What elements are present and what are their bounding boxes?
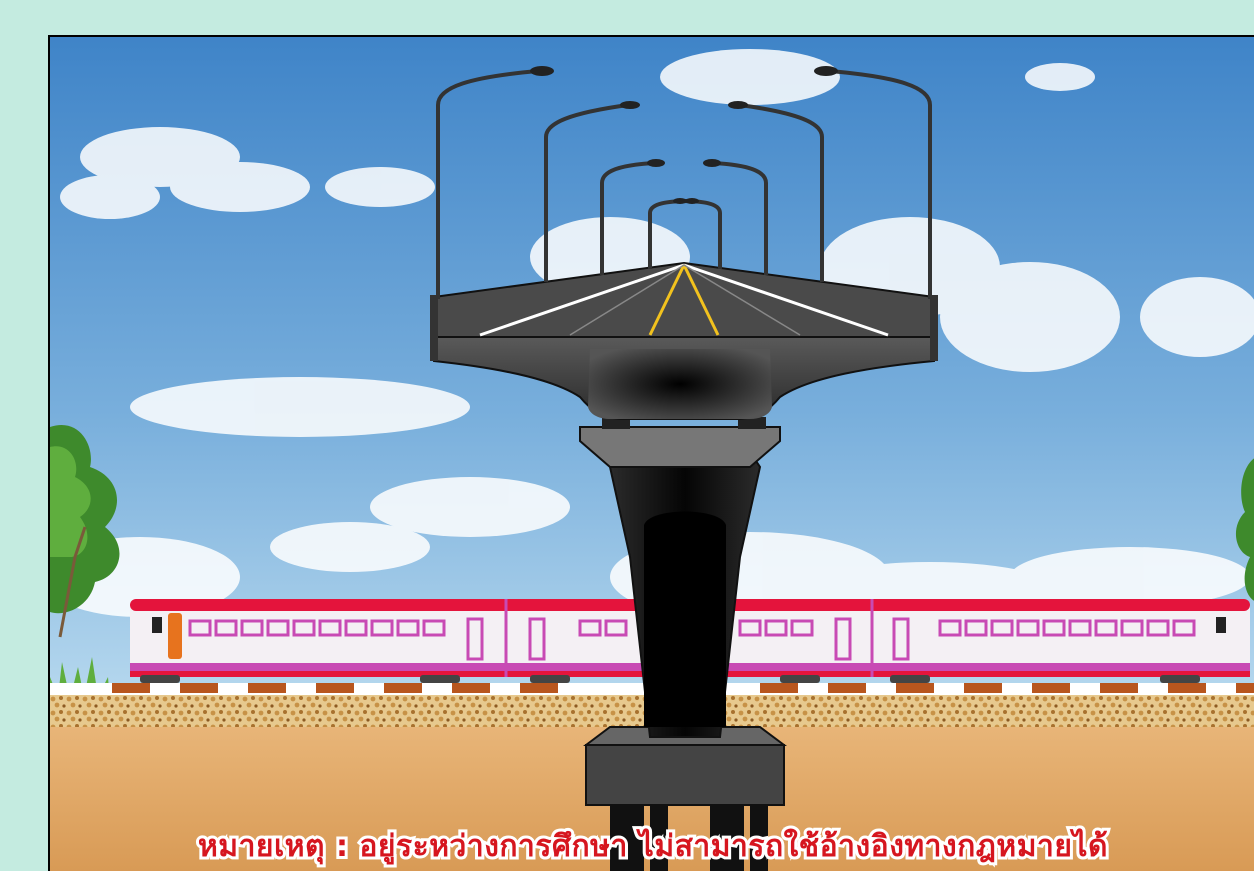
box-girder bbox=[433, 336, 935, 420]
pier-column bbox=[608, 436, 762, 738]
elevated-road-illustration bbox=[50, 37, 1254, 871]
pile-cap bbox=[583, 726, 787, 806]
tree-right bbox=[1236, 458, 1254, 601]
road-deck bbox=[430, 261, 938, 361]
disclaimer-note: หมายเหตุ : อยู่ระหว่างการศึกษา ไม่สามารถ… bbox=[195, 826, 1110, 867]
foundation-piles bbox=[610, 797, 768, 871]
pier-cap bbox=[579, 417, 781, 468]
diagram-frame: หมายเหตุ : อยู่ระหว่างการศึกษา ไม่สามารถ… bbox=[48, 35, 1254, 871]
lamp-heads bbox=[530, 66, 838, 204]
tree-left bbox=[50, 425, 120, 638]
